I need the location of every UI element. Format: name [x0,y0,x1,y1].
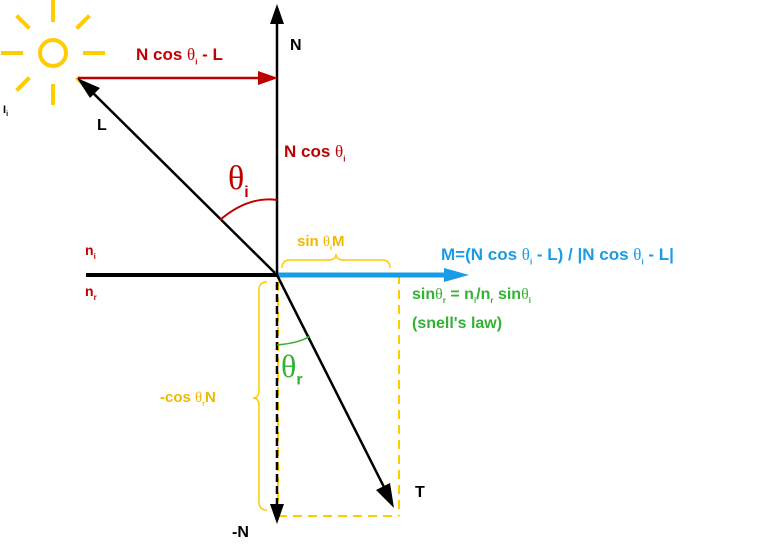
ncos-minus-l-label: N cos θi - L [136,45,223,67]
m-arrowhead [444,268,469,282]
theta-i-arc [219,198,278,221]
brace-sin-m [281,253,391,269]
t-label: T [415,484,425,501]
theta-r-label: θr [281,348,303,389]
l-label: L [97,117,107,134]
sun-icon [1,0,105,105]
light-source-label: Ii [3,104,9,119]
snell-equation-label: sinθr = ni/nr sinθi [412,286,531,306]
brace-cos-n [252,281,268,511]
theta-i-label: θi [228,160,249,201]
normal-down-arrowhead [270,504,284,524]
theta-r-arc [276,335,311,346]
normal-up-arrowhead [270,4,284,24]
ncos-minus-l-arrowhead [258,71,278,85]
n-i-label: ni [85,242,96,261]
t-vector [275,274,390,496]
m-formula-label: M=(N cos θi - L) / |N cos θi - L| [441,245,674,267]
cos-n-label: -cos θrN [160,389,216,408]
snell-law-label: (snell's law) [412,315,503,332]
l-vector [87,87,276,274]
minus-n-label: -N [232,524,249,541]
ncos-label: N cos θi [284,142,346,164]
t-arrowhead [376,483,394,508]
n-r-label: nr [85,283,97,302]
n-label: N [290,37,302,54]
l-arrowhead [77,78,100,98]
sin-m-label: sin θiM [297,233,345,252]
